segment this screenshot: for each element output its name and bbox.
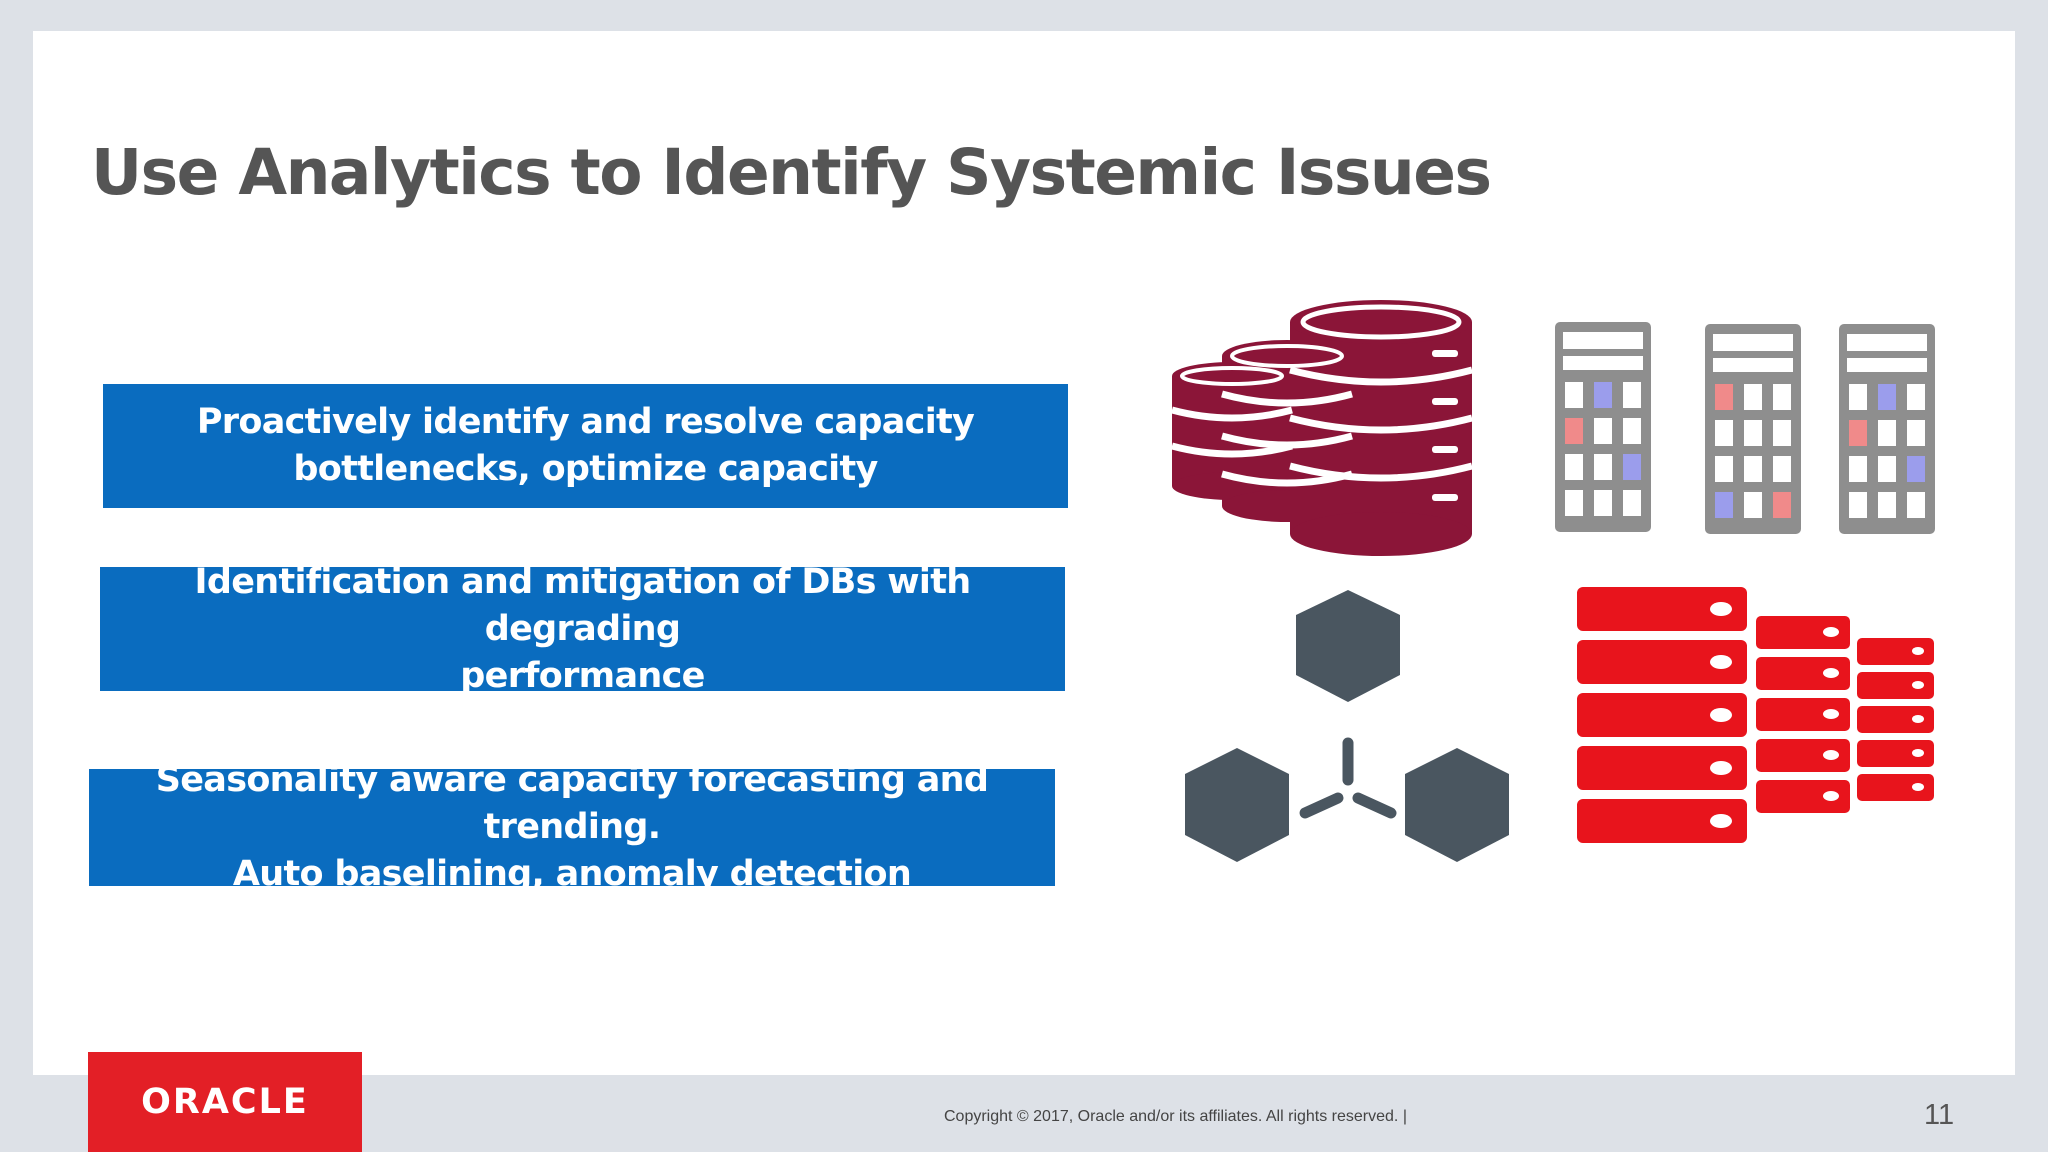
server-rack-icon [1839, 324, 1935, 534]
callout-line: Auto baselining, anomaly detection [232, 854, 912, 894]
server-rack-icon [1555, 322, 1651, 532]
callout-capacity-forecasting: Seasonality aware capacity forecasting a… [89, 760, 1055, 894]
callout-degrading-performance: Identification and mitigation of DBs wit… [100, 562, 1065, 696]
page-number: 11 [1924, 1099, 1955, 1131]
callout-line: Seasonality aware capacity forecasting a… [155, 760, 989, 847]
callout-line: performance [460, 655, 705, 696]
oracle-logo: ORACLE [88, 1052, 362, 1152]
server-stack-icon [1577, 587, 1934, 843]
callout-line: Proactively identify and resolve capacit… [196, 402, 975, 442]
logo-text: ORACLE [141, 1082, 309, 1122]
server-rack-icon [1705, 324, 1801, 534]
callout-capacity-bottlenecks: Proactively identify and resolve capacit… [103, 384, 1068, 508]
database-stack-icon [1171, 300, 1473, 556]
callout-line: Identification and mitigation of DBs wit… [194, 561, 972, 649]
slide-canvas [33, 31, 2015, 1075]
server-racks-illustration [1555, 322, 1935, 534]
slide-title: Use Analytics to Identify Systemic Issue… [91, 136, 1492, 209]
hexagon-network-icon [1185, 590, 1509, 862]
callout-line: bottlenecks, optimize capacity [293, 449, 878, 489]
copyright-notice: Copyright © 2017, Oracle and/or its affi… [944, 1108, 1407, 1125]
